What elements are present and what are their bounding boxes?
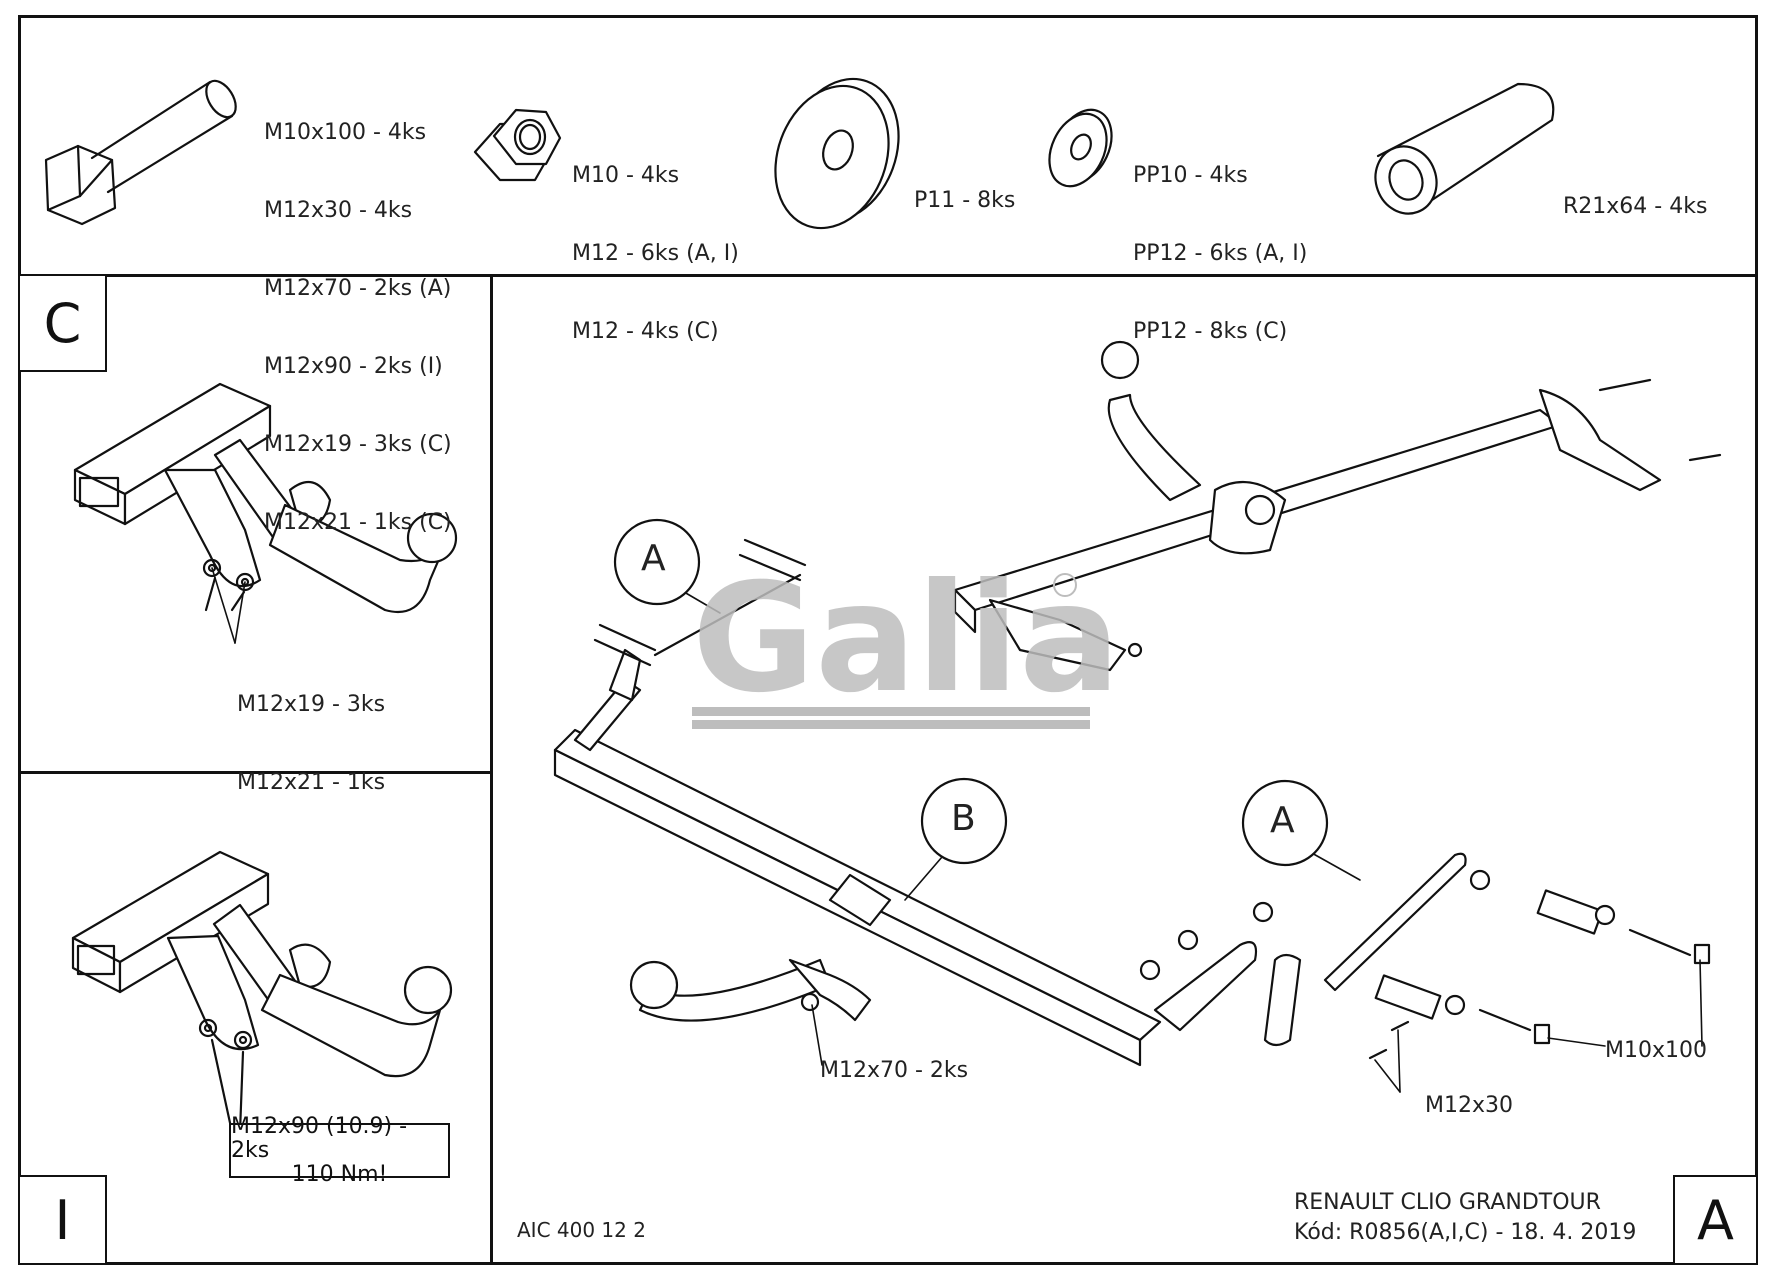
svg-text:Galia: Galia xyxy=(692,552,1120,726)
drawing-code: AIC 400 12 2 xyxy=(517,1218,646,1242)
circle-label-a-right: A xyxy=(1270,800,1295,841)
main-corner-label: A xyxy=(1673,1175,1758,1265)
panel-i-callout-line: M12x90 (10.9) - 2ks xyxy=(231,1113,408,1163)
spacer-spec-line: R21x64 - 4ks xyxy=(1563,194,1708,219)
panel-c-callout: M12x19 - 3ks M12x21 - 1ks xyxy=(237,640,385,822)
panel-i-callout-line: 110 Nm! xyxy=(291,1161,388,1187)
large-washer-icon xyxy=(774,77,900,230)
nut-spec-line: M12 - 4ks (C) xyxy=(572,319,719,344)
small-washer-icon xyxy=(1048,108,1113,188)
callout-m12x70: M12x70 - 2ks xyxy=(820,1058,969,1083)
large-washer-spec-line: P11 - 8ks xyxy=(914,188,1016,213)
bolt-spec-line: M12x70 - 2ks (A) xyxy=(264,276,452,301)
main-exploded-drawing xyxy=(553,340,1722,1067)
panel-c-callout-line: M12x19 - 3ks xyxy=(237,692,386,717)
bolt-icon xyxy=(44,79,237,226)
main-panel-frame xyxy=(490,274,1758,1265)
small-washer-spec-line: PP12 - 6ks (A, I) xyxy=(1133,241,1308,266)
small-washer-spec-line: PP12 - 8ks (C) xyxy=(1133,319,1288,344)
panel-i-towbar-drawing xyxy=(71,850,453,1134)
bolt-spec-line: M12x19 - 3ks (C) xyxy=(264,432,452,457)
nut-icon xyxy=(473,108,562,182)
spacer-tube-icon xyxy=(1374,82,1555,215)
label-circle-a-left xyxy=(613,518,701,606)
label-circle-a-right xyxy=(1241,779,1329,867)
circle-label-a-left: A xyxy=(641,538,666,579)
nut-spec-line: M10 - 4ks xyxy=(572,163,680,188)
galia-logo-watermark: Galia xyxy=(692,552,1120,729)
circle-label-b: B xyxy=(951,798,976,839)
bolt-spec-line: M12x90 - 2ks (I) xyxy=(264,354,443,379)
panel-i-corner-label: I xyxy=(18,1175,107,1265)
callout-m10x100: M10x100 xyxy=(1605,1038,1707,1063)
panel-c-corner-label: C xyxy=(18,274,107,372)
panel-c-towbar-drawing xyxy=(73,382,458,614)
nut-spec-list: M10 - 4ks M12 - 6ks (A, I) M12 - 4ks (C) xyxy=(572,111,739,371)
code-and-date: Kód: R0856(A,I,C) - 18. 4. 2019 xyxy=(1294,1220,1637,1245)
spacer-spec: R21x64 - 4ks xyxy=(1563,142,1707,246)
nut-spec-line: M12 - 6ks (A, I) xyxy=(572,241,739,266)
bolt-spec-list: M10x100 - 4ks M12x30 - 4ks M12x70 - 2ks … xyxy=(264,68,452,562)
vehicle-name: RENAULT CLIO GRANDTOUR xyxy=(1294,1190,1601,1215)
small-washer-spec-list: PP10 - 4ks PP12 - 6ks (A, I) PP12 - 8ks … xyxy=(1133,111,1307,371)
label-circle-b xyxy=(920,777,1008,865)
small-washer-spec-line: PP10 - 4ks xyxy=(1133,163,1248,188)
callout-m12x30: M12x30 xyxy=(1425,1093,1513,1118)
panel-c-callout-line: M12x21 - 1ks xyxy=(237,770,386,795)
bolt-spec-line: M12x30 - 4ks xyxy=(264,198,413,223)
bolt-spec-line: M12x21 - 1ks (C) xyxy=(264,510,452,535)
bolt-spec-line: M10x100 - 4ks xyxy=(264,120,427,145)
large-washer-spec: P11 - 8ks xyxy=(914,136,1015,240)
panel-i-torque-callout: M12x90 (10.9) - 2ks 110 Nm! xyxy=(229,1114,450,1186)
